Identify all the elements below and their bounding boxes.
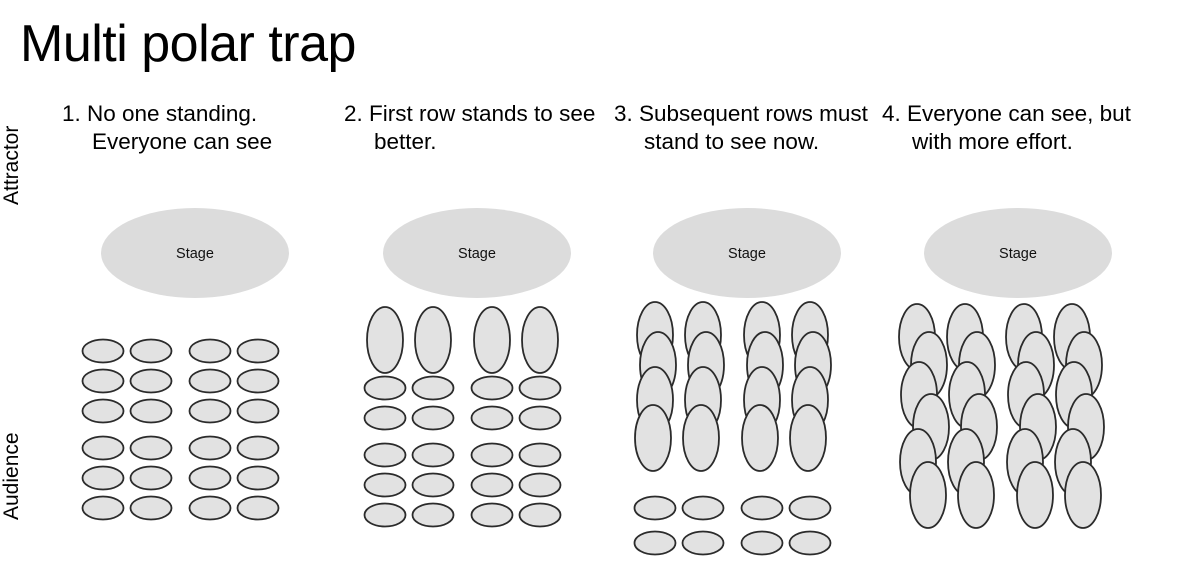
audience-seat-seated — [681, 495, 725, 521]
audience-seat-seated — [129, 368, 173, 394]
panel-1: 1. No one standing. Everyone can see Sta… — [48, 100, 328, 570]
audience-seat-seated — [788, 495, 832, 521]
audience-seat-seated — [129, 465, 173, 491]
audience-seat-standing — [414, 306, 452, 374]
page-title: Multi polar trap — [20, 15, 356, 73]
stage-label: Stage — [458, 246, 496, 262]
audience-seat-seated — [518, 502, 562, 528]
audience-seat-standing — [521, 306, 559, 374]
audience-seat-seated — [236, 368, 280, 394]
audience-seat-standing — [1064, 461, 1102, 529]
audience-seat-seated — [470, 375, 514, 401]
audience-seat-standing — [634, 404, 672, 472]
audience-seat-seated — [470, 405, 514, 431]
panel-4-caption: 4. Everyone can see, but with more effor… — [882, 101, 1131, 155]
audience-seat-seated — [188, 495, 232, 521]
audience-seat-seated — [633, 530, 677, 556]
audience-seat-seated — [740, 530, 784, 556]
panel-3-audience — [633, 301, 832, 556]
audience-seat-standing — [682, 404, 720, 472]
audience-seat-seated — [81, 495, 125, 521]
panel-1-caption: 1. No one standing. Everyone can see — [62, 101, 273, 155]
audience-seat-seated — [411, 502, 455, 528]
audience-seat-seated — [681, 530, 725, 556]
audience-seat-seated — [470, 442, 514, 468]
audience-seat-seated — [81, 398, 125, 424]
panel-3-stage: Stage — [653, 208, 841, 298]
audience-seat-seated — [363, 472, 407, 498]
audience-seat-seated — [411, 472, 455, 498]
audience-seat-standing — [957, 461, 995, 529]
audience-seat-seated — [363, 405, 407, 431]
audience-seat-seated — [411, 375, 455, 401]
audience-seat-seated — [188, 368, 232, 394]
audience-seat-seated — [363, 502, 407, 528]
stage-label: Stage — [728, 246, 766, 262]
audience-seat-seated — [518, 472, 562, 498]
audience-seat-seated — [236, 435, 280, 461]
audience-seat-seated — [470, 472, 514, 498]
panel-4: 4. Everyone can see, but with more effor… — [868, 100, 1148, 570]
panel-3: 3. Subsequent rows must stand to see now… — [600, 100, 880, 570]
stage-label: Stage — [999, 246, 1037, 262]
audience-seat-seated — [518, 405, 562, 431]
audience-seat-seated — [236, 495, 280, 521]
audience-seat-seated — [740, 495, 784, 521]
audience-seat-seated — [129, 398, 173, 424]
audience-seat-seated — [81, 368, 125, 394]
audience-seat-standing — [909, 461, 947, 529]
panel-2: 2. First row stands to see better. Stage — [330, 100, 610, 570]
audience-seat-seated — [129, 338, 173, 364]
audience-seat-seated — [411, 405, 455, 431]
panel-4-stage: Stage — [924, 208, 1112, 298]
panel-2-audience — [363, 306, 562, 528]
axis-label-audience: Audience — [0, 432, 23, 520]
audience-seat-seated — [188, 435, 232, 461]
audience-seat-standing — [473, 306, 511, 374]
audience-seat-seated — [411, 442, 455, 468]
axis-label-attractor: Attractor — [0, 125, 23, 205]
panel-4-audience — [898, 303, 1105, 529]
audience-seat-seated — [81, 338, 125, 364]
panel-2-caption: 2. First row stands to see better. — [344, 101, 596, 155]
audience-seat-seated — [188, 338, 232, 364]
stage-label: Stage — [176, 246, 214, 262]
panel-3-caption: 3. Subsequent rows must stand to see now… — [614, 101, 868, 155]
audience-seat-seated — [363, 375, 407, 401]
audience-seat-seated — [518, 442, 562, 468]
audience-seat-seated — [81, 435, 125, 461]
audience-seat-seated — [518, 375, 562, 401]
panel-1-stage: Stage — [101, 208, 289, 298]
audience-seat-seated — [363, 442, 407, 468]
audience-seat-seated — [188, 465, 232, 491]
audience-seat-seated — [788, 530, 832, 556]
audience-seat-standing — [789, 404, 827, 472]
audience-seat-seated — [188, 398, 232, 424]
audience-seat-standing — [366, 306, 404, 374]
audience-seat-standing — [1016, 461, 1054, 529]
audience-seat-seated — [236, 398, 280, 424]
audience-seat-seated — [236, 338, 280, 364]
audience-seat-standing — [741, 404, 779, 472]
audience-seat-seated — [81, 465, 125, 491]
panel-1-audience — [81, 338, 280, 521]
audience-seat-seated — [236, 465, 280, 491]
audience-seat-seated — [129, 435, 173, 461]
audience-seat-seated — [470, 502, 514, 528]
audience-seat-seated — [633, 495, 677, 521]
panel-2-stage: Stage — [383, 208, 571, 298]
audience-seat-seated — [129, 495, 173, 521]
